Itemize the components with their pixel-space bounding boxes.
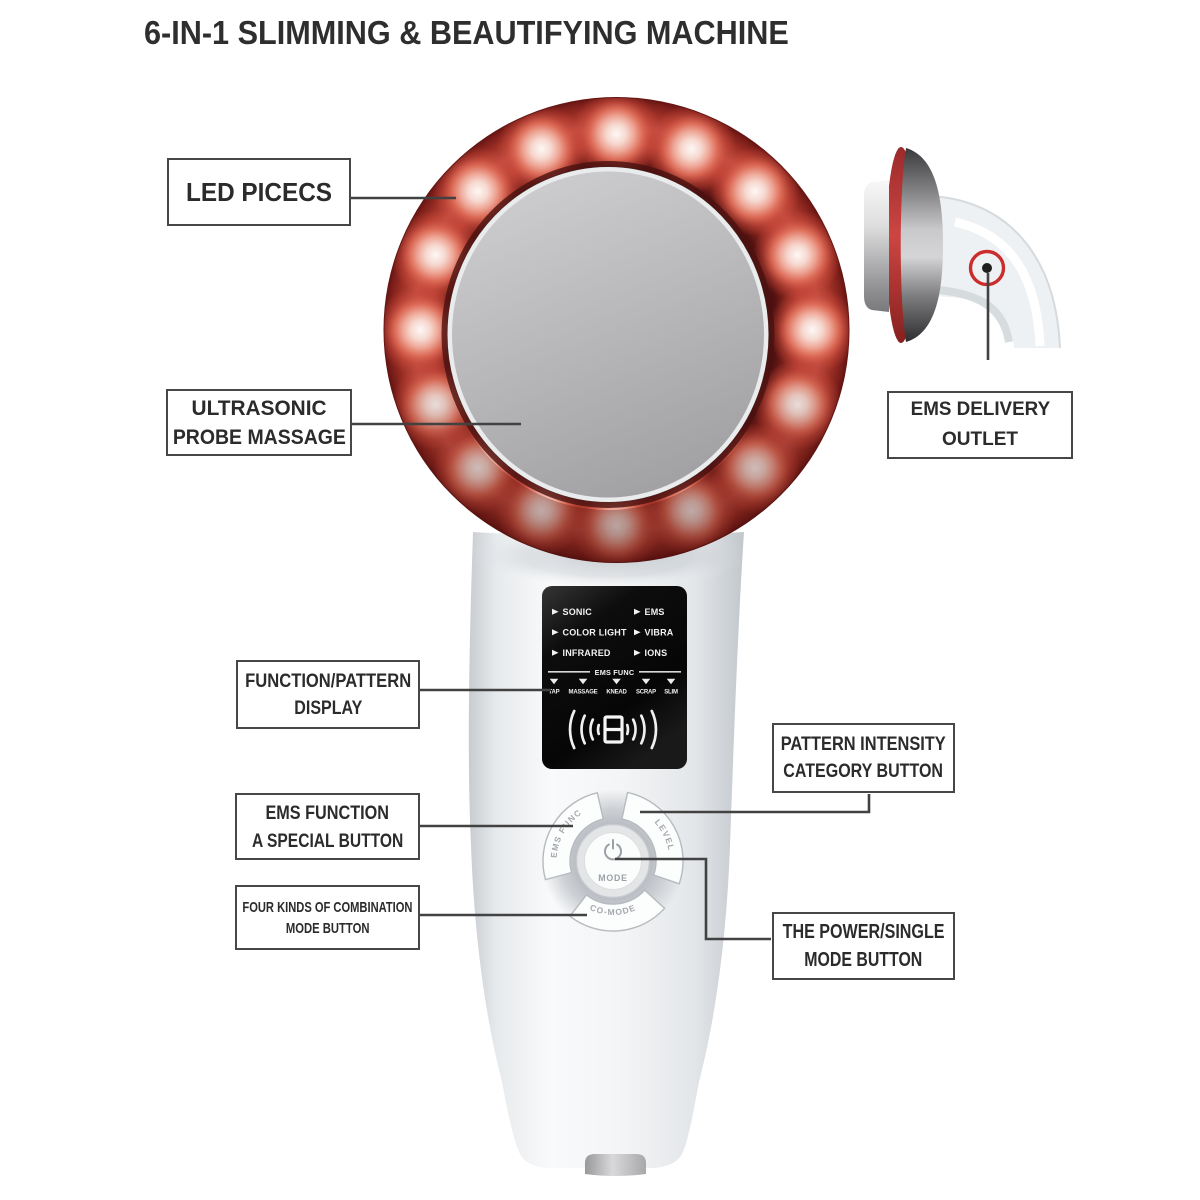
svg-text:EMS: EMS xyxy=(645,607,665,617)
svg-text:KNEAD: KNEAD xyxy=(606,690,627,696)
svg-text:IONS: IONS xyxy=(645,648,668,658)
svg-text:COLOR LIGHT: COLOR LIGHT xyxy=(563,628,627,638)
svg-text:SONIC: SONIC xyxy=(563,607,593,617)
svg-text:MASSAGE: MASSAGE xyxy=(569,690,598,696)
svg-text:MODE: MODE xyxy=(598,873,628,883)
svg-text:EMS FUNC: EMS FUNC xyxy=(595,668,635,677)
svg-text:SCRAP: SCRAP xyxy=(636,690,656,696)
svg-text:SLIM: SLIM xyxy=(664,690,678,696)
svg-text:CO-MODE: CO-MODE xyxy=(589,902,638,917)
svg-text:VIBRA: VIBRA xyxy=(645,628,674,638)
svg-text:TAP: TAP xyxy=(549,690,560,696)
svg-text:INFRARED: INFRARED xyxy=(563,648,611,658)
